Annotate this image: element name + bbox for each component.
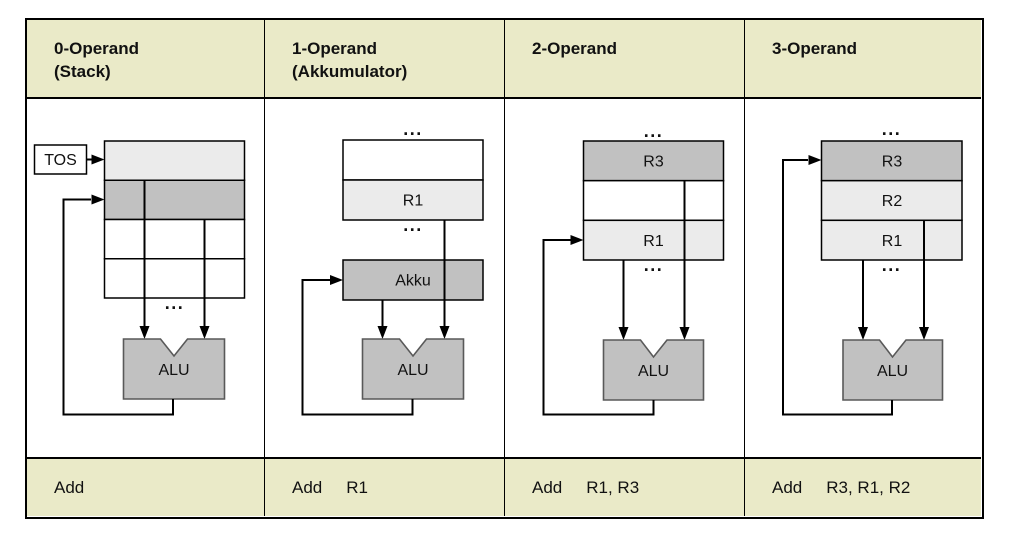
- down-arrowhead-icon: [858, 327, 868, 340]
- ellipsis-label: ...: [644, 121, 664, 141]
- instruction-example-0-operand: Add: [27, 457, 265, 516]
- column-header-3-operand: 3-Operand: [745, 20, 981, 99]
- register-cell-r3: [582, 140, 725, 182]
- stack-cell-top: [103, 140, 246, 181]
- register-label-r1: R1: [643, 233, 664, 250]
- alu-label: ALU: [638, 363, 669, 380]
- instruction-mnemonic: Add: [532, 477, 563, 497]
- instruction-operands: R1, R3: [586, 477, 640, 497]
- down-arrowhead-icon: [199, 326, 210, 339]
- result-feedback-wire: [542, 239, 655, 416]
- result-feedback-wire: [62, 198, 174, 416]
- alu-label: ALU: [877, 363, 908, 380]
- tos-arrowhead-icon: [91, 154, 105, 165]
- alu-label: ALU: [158, 362, 189, 379]
- accumulator-label: Akku: [395, 273, 431, 290]
- instruction-mnemonic: Add: [54, 477, 85, 497]
- header-line2: (Akkumulator): [292, 62, 408, 81]
- header-line1: 2-Operand: [532, 39, 618, 58]
- header-line1: 0-Operand: [54, 39, 140, 58]
- alu-box: [361, 338, 465, 400]
- stack-cell-fourth: [103, 258, 246, 299]
- ellipsis-label: ...: [165, 293, 185, 313]
- diagram-1-operand: ... R1 ... Akku ALU: [265, 99, 505, 457]
- alu-box: [842, 339, 944, 401]
- ellipsis-label: ...: [403, 215, 423, 235]
- result-feedback-wire: [782, 159, 893, 416]
- diagram-3-operand: ... R3 R2 R1 ... ALU: [745, 99, 981, 457]
- register-cell-blank: [342, 139, 484, 181]
- instruction-example-1-operand: Add R1: [265, 457, 505, 516]
- instruction-example-2-operand: Add R1, R3: [505, 457, 745, 516]
- register-cell-r2: [820, 179, 963, 222]
- ellipsis-label: ...: [882, 119, 902, 139]
- column-header-0-operand: 0-Operand (Stack): [27, 20, 265, 99]
- down-arrowhead-icon: [919, 327, 929, 340]
- register-cell-r3: [820, 140, 963, 182]
- accumulator-architecture-figure: ... R1 ... Akku ALU: [301, 119, 484, 416]
- stack-architecture-figure: TOS ... ALU: [33, 140, 246, 416]
- instruction-operands: R3, R1, R2: [826, 477, 911, 497]
- tos-label: TOS: [44, 152, 77, 169]
- ellipsis-label: ...: [403, 119, 423, 139]
- down-arrowhead-icon: [377, 326, 388, 339]
- diagram-2-operand: ... R3 R1 ... ALU: [505, 99, 745, 457]
- ellipsis-label: ...: [644, 255, 664, 275]
- header-line1: 1-Operand: [292, 39, 378, 58]
- register-cell-r1: [582, 219, 725, 261]
- result-feedback-wire: [301, 279, 414, 416]
- diagram-0-operand: TOS ... ALU: [27, 99, 265, 457]
- register-label-r2: R2: [882, 193, 903, 210]
- three-operand-architecture-figure: ... R3 R2 R1 ... ALU: [782, 119, 963, 416]
- register-label-r1: R1: [403, 193, 424, 210]
- register-label-r1: R1: [882, 233, 903, 250]
- architecture-comparison-table: 0-Operand (Stack) 1-Operand (Akkumulator…: [25, 18, 984, 519]
- register-label-r3: R3: [882, 154, 903, 171]
- down-arrowhead-icon: [679, 327, 690, 340]
- instruction-example-3-operand: Add R3, R1, R2: [745, 457, 981, 516]
- instruction-operands: R1: [346, 477, 368, 497]
- right-arrowhead-icon: [570, 235, 584, 245]
- down-arrowhead-icon: [439, 326, 450, 339]
- column-header-1-operand: 1-Operand (Akkumulator): [265, 20, 505, 99]
- right-arrowhead-icon: [330, 275, 343, 285]
- stack-cell-third: [103, 218, 246, 260]
- stack-cell-second: [103, 179, 246, 221]
- alu-box: [122, 338, 226, 400]
- header-line1: 3-Operand: [772, 39, 858, 58]
- register-cell-r1: [342, 179, 484, 221]
- header-line2: (Stack): [54, 62, 111, 81]
- ellipsis-label: ...: [882, 255, 902, 275]
- tos-box: [33, 144, 88, 175]
- register-cell-r1: [820, 219, 963, 261]
- two-operand-architecture-figure: ... R3 R1 ... ALU: [542, 121, 725, 416]
- right-arrowhead-icon: [91, 194, 105, 205]
- down-arrowhead-icon: [139, 326, 150, 339]
- alu-label: ALU: [397, 362, 428, 379]
- instruction-mnemonic: Add: [772, 477, 803, 497]
- right-arrowhead-icon: [808, 155, 822, 165]
- register-cell-blank: [582, 179, 725, 222]
- instruction-mnemonic: Add: [292, 477, 323, 497]
- alu-box: [602, 339, 705, 401]
- column-header-2-operand: 2-Operand: [505, 20, 745, 99]
- down-arrowhead-icon: [618, 327, 629, 340]
- register-label-r3: R3: [643, 154, 664, 171]
